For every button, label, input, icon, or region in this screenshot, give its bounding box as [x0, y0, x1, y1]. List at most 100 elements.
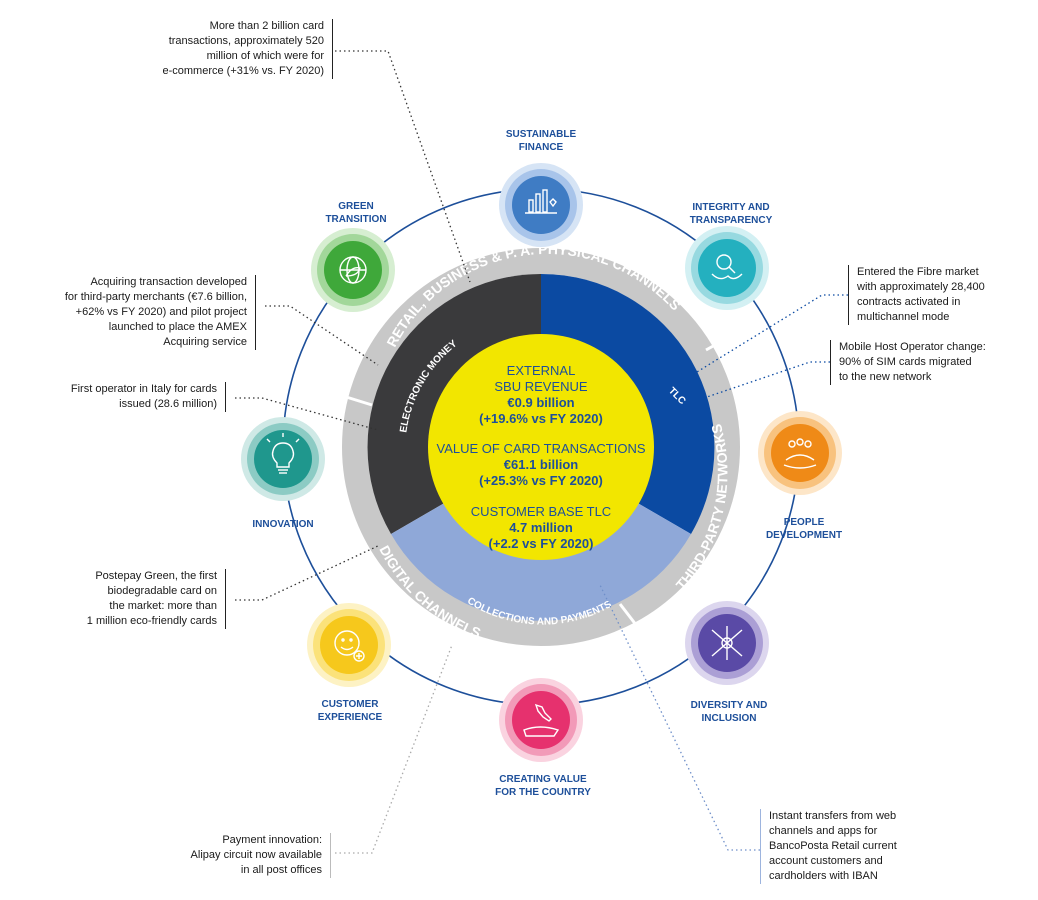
kpi-value: €0.9 billion: [507, 395, 574, 410]
pillar-label: GREEN: [338, 201, 374, 212]
smiley-plus-icon: [334, 630, 365, 662]
pillar-sustainable-finance: SUSTAINABLE FINANCE: [499, 129, 583, 247]
pillar-diversity: DIVERSITY AND INCLUSION: [685, 601, 769, 724]
pillar-core: [512, 691, 570, 749]
kpi-value: (+25.3% vs FY 2020): [479, 473, 603, 488]
pillar-green: GREEN TRANSITION: [311, 201, 395, 312]
note-line: channels and apps for: [769, 825, 878, 837]
note-line: biodegradable card on: [107, 585, 217, 597]
leader-line: [235, 397, 379, 431]
pillar-customer: CUSTOMER EXPERIENCE: [307, 603, 391, 723]
pillar-label: PEOPLE: [784, 517, 825, 528]
note-line: 1 million eco-friendly cards: [86, 615, 217, 627]
leader-line: [335, 644, 453, 854]
pillar-label: CUSTOMER: [321, 699, 379, 710]
handshake-magnifier-icon: [711, 254, 743, 280]
leader-line: [335, 50, 471, 283]
note-line: e-commerce (+31% vs. FY 2020): [162, 65, 325, 77]
note-line: More than 2 billion card: [209, 20, 324, 32]
pillar-core: [254, 430, 312, 488]
note-card-transactions: More than 2 billion card transactions, a…: [162, 19, 333, 79]
pillar-label: DIVERSITY AND: [691, 700, 768, 711]
kpi-value: (+2.2 vs FY 2020): [489, 536, 594, 551]
pillar-label: TRANSITION: [325, 214, 386, 225]
note-line: in all post offices: [240, 864, 322, 876]
pillar-label: TRANSPARENCY: [690, 215, 773, 226]
pillar-label: FINANCE: [519, 142, 564, 153]
kpi-value: (+19.6% vs FY 2020): [479, 411, 603, 426]
pillar-core: [771, 424, 829, 482]
kpi-title: CUSTOMER BASE TLC: [471, 504, 611, 519]
note-line: First operator in Italy for cards: [70, 383, 217, 395]
segment-wheel: [367, 273, 715, 621]
leader-line: [265, 305, 379, 366]
pillar-people: PEOPLE DEVELOPMENT: [758, 411, 842, 541]
pillar-innovation: INNOVATION: [241, 417, 325, 530]
note-line: million of which were for: [206, 50, 324, 62]
people-hand-icon: [783, 438, 817, 469]
note-line: BancoPosta Retail current: [769, 840, 897, 852]
note-line: Alipay circuit now available: [190, 849, 322, 861]
bar-chart-heart-icon: [525, 189, 557, 214]
note-line: Payment innovation:: [222, 834, 322, 846]
center-disc: [428, 334, 654, 560]
note-mobile-host: Mobile Host Operator change: 90% of SIM …: [830, 340, 986, 385]
note-line: to the new network: [839, 371, 932, 383]
hand-italy-icon: [523, 703, 560, 737]
note-line: Instant transfers from web: [769, 810, 897, 822]
pillar-core: [320, 616, 378, 674]
pillar-label: SUSTAINABLE: [506, 129, 577, 140]
pillar-label: DEVELOPMENT: [766, 530, 842, 541]
note-line: issued (28.6 million): [119, 398, 217, 410]
note-line: the market: more than: [109, 600, 217, 612]
note-line: for third-party merchants (€7.6 billion,: [64, 291, 247, 303]
note-acquiring: Acquiring transaction developed for thir…: [65, 275, 256, 350]
note-fibre: Entered the Fibre market with approximat…: [848, 265, 985, 325]
kpi-title: SBU REVENUE: [494, 379, 588, 394]
note-line: account customers and: [769, 855, 883, 867]
leader-line: [703, 361, 830, 399]
channels-ring: [342, 248, 740, 646]
pillar-value-country: CREATING VALUE FOR THE COUNTRY: [495, 678, 591, 798]
note-line: contracts activated in: [857, 296, 961, 308]
center-kpis: EXTERNAL SBU REVENUE €0.9 billion (+19.6…: [437, 363, 646, 551]
pillar-label: INTEGRITY AND: [692, 202, 769, 213]
pillar-integrity: INTEGRITY AND TRANSPARENCY: [685, 202, 773, 310]
leader-line: [599, 584, 760, 851]
note-line: cardholders with IBAN: [769, 870, 878, 882]
note-line: +62% vs FY 2020) and pilot project: [75, 306, 247, 318]
pillar-core: [512, 176, 570, 234]
note-line: Postepay Green, the first: [95, 570, 217, 582]
pillar-label: EXPERIENCE: [318, 712, 383, 723]
joined-hands-icon: [711, 626, 743, 660]
ring-divider: [705, 333, 734, 352]
pillar-label: INNOVATION: [252, 519, 313, 530]
note-instant-transfers: Instant transfers from web channels and …: [760, 809, 897, 884]
pillars: SUSTAINABLE FINANCE INTEGRITY AND TRANSP…: [241, 129, 842, 798]
note-line: Acquiring transaction developed: [90, 276, 247, 288]
note-postepay-green: Postepay Green, the first biodegradable …: [87, 569, 226, 629]
lightbulb-icon: [266, 433, 300, 474]
kpi-value: €61.1 billion: [504, 457, 578, 472]
note-line: 90% of SIM cards migrated: [839, 356, 972, 368]
ring-divider: [342, 394, 373, 407]
note-line: Acquiring service: [163, 336, 247, 348]
note-line: Mobile Host Operator change:: [839, 341, 986, 353]
globe-leaf-icon: [339, 256, 367, 284]
note-line: launched to place the AMEX: [108, 321, 247, 333]
kpi-value: 4.7 million: [509, 520, 573, 535]
note-alipay: Payment innovation: Alipay circuit now a…: [191, 833, 331, 878]
note-first-operator: First operator in Italy for cards issued…: [71, 382, 226, 412]
ring-divider: [618, 603, 642, 631]
kpi-title: EXTERNAL: [507, 363, 576, 378]
leader-line: [235, 544, 381, 601]
note-line: multichannel mode: [857, 311, 950, 323]
note-line: transactions, approximately 520: [168, 35, 324, 47]
note-line: with approximately 28,400: [857, 281, 985, 293]
kpi-title: VALUE OF CARD TRANSACTIONS: [437, 441, 646, 456]
pillar-label: FOR THE COUNTRY: [495, 787, 591, 798]
pillar-label: INCLUSION: [702, 713, 757, 724]
leader-lines: [235, 50, 848, 854]
note-line: Entered the Fibre market: [857, 266, 979, 278]
